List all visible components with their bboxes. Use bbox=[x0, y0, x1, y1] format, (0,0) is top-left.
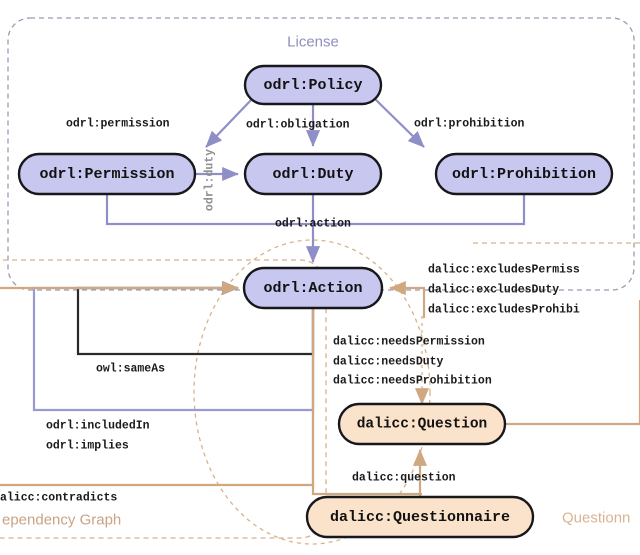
edge-label-odrl-prohibition: odrl:prohibition bbox=[414, 118, 525, 131]
edge-label-excl-duty: dalicc:excludesDuty bbox=[428, 284, 559, 297]
region-label-questionnaire: Questionn bbox=[562, 510, 630, 527]
node-prohibition[interactable]: odrl:Prohibition bbox=[434, 152, 614, 196]
edge-odrl-prohibition bbox=[373, 97, 425, 148]
node-shape-policy bbox=[243, 64, 383, 106]
edge-label-excl-prohibition: dalicc:excludesProhibi bbox=[428, 304, 580, 317]
node-shape-action bbox=[242, 266, 384, 310]
edge-label-needs-permission: dalicc:needsPermission bbox=[333, 336, 485, 349]
edge-label-odrl-action: odrl:action bbox=[275, 218, 351, 231]
region-label-dependency-graph: ependency Graph bbox=[2, 512, 121, 529]
edge-label-odrl-permission: odrl:permission bbox=[66, 118, 170, 131]
node-label-questionnaire: dalicc:Questionnaire bbox=[330, 509, 510, 526]
edge-label-excl-permission: dalicc:excludesPermiss bbox=[428, 264, 580, 277]
region-label-license: License bbox=[287, 34, 339, 51]
edge-labels-layer: odrl:permission odrl:obligation odrl:prohi… bbox=[0, 118, 580, 505]
node-label-permission: odrl:Permission bbox=[39, 166, 174, 183]
nodes-layer: odrl:Policy odrl:Permission odrl:Duty odrl:… bbox=[17, 64, 614, 539]
region-labels-layer: License ependency Graph Questionn bbox=[2, 34, 630, 529]
edge-label-dalicc-contradicts: alicc:contradicts bbox=[0, 492, 117, 505]
node-shape-questionnaire bbox=[305, 495, 535, 539]
node-label-prohibition: odrl:Prohibition bbox=[452, 166, 596, 183]
node-label-action: odrl:Action bbox=[263, 280, 362, 297]
edge-label-odrl-duty: odrl:duty bbox=[204, 149, 217, 211]
node-shape-duty bbox=[243, 152, 383, 196]
edge-label-needs-duty: dalicc:needsDuty bbox=[333, 356, 444, 369]
node-label-question: dalicc:Question bbox=[357, 417, 488, 433]
edge-dalicc-contradicts bbox=[0, 280, 315, 487]
edge-permission-action bbox=[105, 195, 313, 226]
edge-prohibition-action bbox=[313, 195, 526, 226]
node-shape-question bbox=[337, 402, 507, 446]
edge-question-right bbox=[505, 300, 640, 426]
edge-label-odrl-implies: odrl:implies bbox=[46, 440, 129, 453]
node-question[interactable]: dalicc:Question bbox=[337, 402, 507, 446]
node-label-duty: odrl:Duty bbox=[272, 166, 353, 183]
node-shape-permission bbox=[17, 152, 197, 196]
edge-label-owl-sameas: owl:sameAs bbox=[96, 363, 165, 376]
edge-label-odrl-obligation: odrl:obligation bbox=[246, 119, 350, 132]
node-policy[interactable]: odrl:Policy bbox=[243, 64, 383, 106]
region-boundary-questionnaire bbox=[193, 239, 640, 545]
node-questionnaire[interactable]: dalicc:Questionnaire bbox=[305, 495, 535, 539]
region-boundary-license bbox=[7, 17, 635, 291]
edge-odrl-permission bbox=[205, 97, 254, 148]
node-label-policy: odrl:Policy bbox=[263, 77, 362, 94]
edge-label-dalicc-question: dalicc:question bbox=[352, 472, 456, 485]
edge-dalicc-excludes bbox=[389, 280, 426, 318]
edge-label-odrl-includedin: odrl:includedIn bbox=[46, 420, 150, 433]
node-permission[interactable]: odrl:Permission bbox=[17, 152, 197, 196]
edge-label-needs-prohibition: dalicc:needsProhibition bbox=[333, 375, 492, 388]
node-shape-prohibition bbox=[434, 152, 614, 196]
node-action[interactable]: odrl:Action bbox=[242, 266, 384, 310]
node-duty[interactable]: odrl:Duty bbox=[243, 152, 383, 196]
